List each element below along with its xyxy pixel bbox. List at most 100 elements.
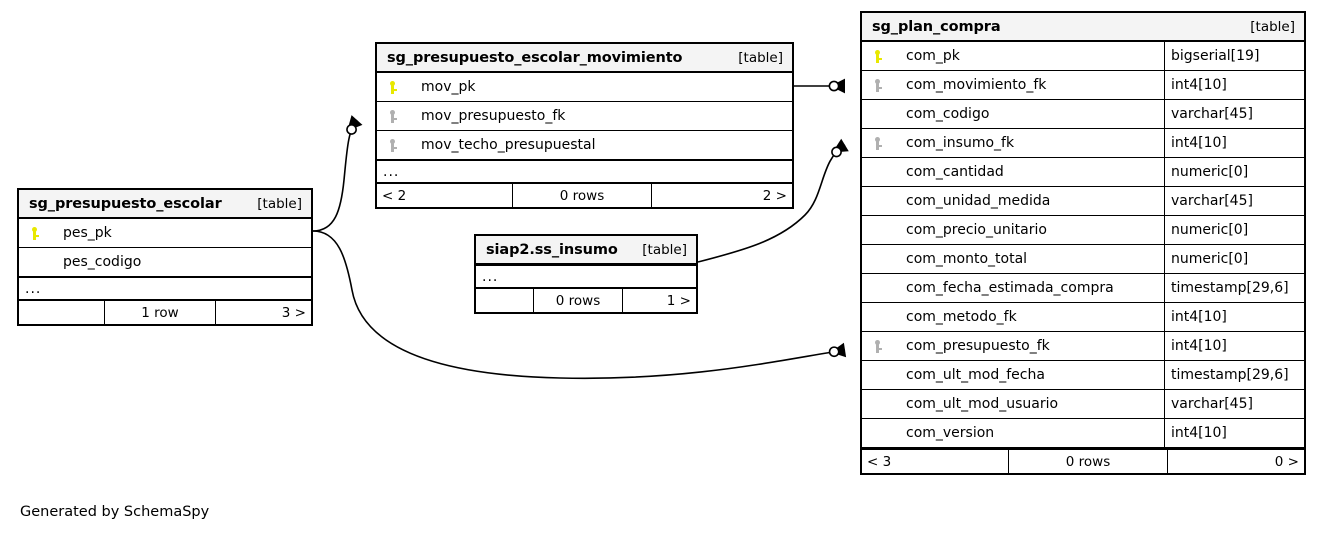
table-type-tag: [table] (1250, 18, 1295, 35)
key-glyph-foreign (875, 78, 882, 92)
footer-row-count: 0 rows (1008, 450, 1168, 473)
column-name-cell: com_fecha_estimada_compra (862, 274, 1164, 302)
footer-next-link[interactable]: 1 > (666, 292, 691, 309)
column-row-com_codigo[interactable]: com_codigo varchar[45] (862, 100, 1304, 129)
foreign-key-icon (385, 131, 405, 160)
column-type-cell: numeric[0] (1164, 158, 1304, 186)
column-name-label: mov_presupuesto_fk (421, 108, 566, 124)
key-glyph-primary (390, 80, 397, 94)
table-title: sg_presupuesto_escolar_movimiento (387, 49, 683, 66)
foreign-key-icon (870, 129, 890, 158)
cardinality-circle-pes_pk-to-mov_presupuesto_fk (346, 124, 357, 135)
column-name-cell: com_insumo_fk (862, 129, 1164, 157)
column-name-label: com_unidad_medida (906, 193, 1051, 209)
footer-prev-link[interactable] (19, 301, 104, 324)
column-row-mov_techo_presupuestal[interactable]: mov_techo_presupuestal (377, 131, 792, 160)
column-name-label: com_metodo_fk (906, 309, 1017, 325)
column-row-pes_pk[interactable]: pes_pk (19, 219, 311, 248)
key-icon-placeholder (870, 216, 890, 245)
relationship-edge-pes_pk-to-mov_presupuesto_fk (312, 115, 363, 232)
column-name-cell: com_codigo (862, 100, 1164, 128)
key-icon-placeholder (870, 419, 890, 448)
footer-next-link[interactable]: 2 > (762, 187, 787, 204)
column-name-cell: com_presupuesto_fk (862, 332, 1164, 360)
column-type-cell: int4[10] (1164, 303, 1304, 331)
column-row-com_pk[interactable]: com_pk bigserial[19] (862, 42, 1304, 71)
table-title: sg_presupuesto_escolar (29, 195, 222, 212)
primary-key-icon (385, 73, 405, 102)
key-icon-placeholder (870, 245, 890, 274)
table-node-sg_presupuesto_escolar_movimiento[interactable]: sg_presupuesto_escolar_movimiento[table]… (375, 42, 794, 209)
column-name-label: com_pk (906, 48, 960, 64)
column-name-cell: com_precio_unitario (862, 216, 1164, 244)
foreign-key-icon (870, 332, 890, 361)
more-columns-ellipsis: ... (476, 265, 696, 287)
column-name-label: com_codigo (906, 106, 990, 122)
key-glyph-foreign (390, 138, 397, 152)
column-name-label: com_ult_mod_usuario (906, 396, 1059, 412)
column-row-com_ult_mod_usuario[interactable]: com_ult_mod_usuario varchar[45] (862, 390, 1304, 419)
key-glyph-foreign (875, 339, 882, 353)
column-type-cell: numeric[0] (1164, 245, 1304, 273)
key-icon-placeholder (27, 248, 47, 277)
column-name-label: com_insumo_fk (906, 135, 1015, 151)
column-name-cell: com_ult_mod_usuario (862, 390, 1164, 418)
column-name-cell: com_movimiento_fk (862, 71, 1164, 99)
key-icon-placeholder (870, 100, 890, 129)
cardinality-circle-pes_pk-to-com_presupuesto_fk (828, 346, 840, 358)
column-name-label: com_precio_unitario (906, 222, 1047, 238)
column-type-cell: varchar[45] (1164, 390, 1304, 418)
key-icon-placeholder (870, 187, 890, 216)
column-name-cell: com_unidad_medida (862, 187, 1164, 215)
key-icon-placeholder (870, 274, 890, 303)
footer-row-count: 1 row (104, 301, 216, 324)
column-name-cell: pes_pk (19, 219, 311, 247)
column-row-com_fecha_estimada_compra[interactable]: com_fecha_estimada_compra timestamp[29,6] (862, 274, 1304, 303)
table-header: siap2.ss_insumo[table] (476, 236, 696, 265)
table-type-tag: [table] (257, 195, 302, 212)
column-row-mov_presupuesto_fk[interactable]: mov_presupuesto_fk (377, 102, 792, 131)
footer-prev-link[interactable] (476, 289, 533, 312)
table-title: siap2.ss_insumo (486, 241, 618, 258)
column-name-cell: com_metodo_fk (862, 303, 1164, 331)
column-type-cell: varchar[45] (1164, 100, 1304, 128)
key-icon-placeholder (870, 361, 890, 390)
column-name-cell: mov_pk (377, 73, 792, 101)
column-name-cell: com_monto_total (862, 245, 1164, 273)
column-row-com_metodo_fk[interactable]: com_metodo_fk int4[10] (862, 303, 1304, 332)
table-node-sg_plan_compra[interactable]: sg_plan_compra [table] com_pk bigserial[19]… (860, 11, 1306, 475)
key-icon-placeholder (870, 303, 890, 332)
table-title: sg_plan_compra (872, 18, 1001, 35)
column-row-mov_pk[interactable]: mov_pk (377, 73, 792, 102)
column-name-cell: mov_presupuesto_fk (377, 102, 792, 130)
column-row-com_precio_unitario[interactable]: com_precio_unitario numeric[0] (862, 216, 1304, 245)
footer-next-link[interactable]: 0 > (1274, 453, 1299, 470)
key-icon-placeholder (870, 158, 890, 187)
column-name-cell: mov_techo_presupuestal (377, 131, 792, 159)
footer-next-link[interactable]: 3 > (281, 304, 306, 321)
column-row-pes_codigo[interactable]: pes_codigo (19, 248, 311, 277)
footer-prev-link[interactable]: < 2 (382, 187, 407, 204)
column-name-label: com_fecha_estimada_compra (906, 280, 1114, 296)
column-type-cell: int4[10] (1164, 419, 1304, 447)
column-type-cell: bigserial[19] (1164, 42, 1304, 70)
column-type-cell: numeric[0] (1164, 216, 1304, 244)
column-name-label: mov_techo_presupuestal (421, 137, 596, 153)
column-name-label: com_ult_mod_fecha (906, 367, 1045, 383)
key-glyph-foreign (390, 109, 397, 123)
cardinality-circle-ss_insumo-to-com_insumo_fk (831, 146, 842, 158)
key-glyph-foreign (875, 136, 882, 150)
column-type-cell: timestamp[29,6] (1164, 274, 1304, 302)
footer-prev-link[interactable]: < 3 (867, 453, 892, 470)
